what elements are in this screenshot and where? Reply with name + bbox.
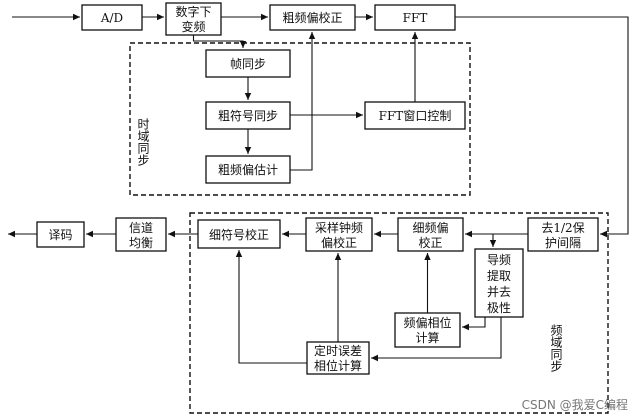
equalizer-block: 信道 均衡 (115, 217, 167, 252)
fft-label: FFT (403, 11, 428, 25)
pilot-extract-label-line4: 极性 (487, 301, 511, 315)
fine-freq-correct-label-line1: 细频偏 (412, 220, 448, 235)
fine-symbol-correct-block: 细符号校正 (197, 219, 281, 249)
ddc-label-line1: 数字下 (175, 4, 211, 19)
decoder-label: 译码 (48, 228, 72, 242)
coarse-freq-estimate-label: 粗频偏估计 (218, 162, 278, 177)
coarse-symbol-sync-label: 粗符号同步 (218, 108, 278, 123)
coarse-freq-correct-label: 粗频偏校正 (282, 10, 342, 25)
time-sync-region-label: 时域同步 (136, 118, 150, 166)
ddc-block: 数字下 变频 (165, 2, 222, 36)
sampling-clock-correct-block: 采样钟频 偏校正 (305, 217, 373, 252)
timing-phase-calc-block: 定时误差 相位计算 (306, 341, 370, 375)
freq-phase-calc-block: 频偏相位 计算 (394, 312, 461, 348)
coarse-freq-estimate-block: 粗频偏估计 (205, 155, 291, 184)
equalizer-label-line1: 信道 (129, 221, 153, 235)
equalizer-label-line2: 均衡 (129, 236, 153, 250)
coarse-freq-correct-block: 粗频偏校正 (269, 4, 356, 31)
ad-block: A/D (81, 4, 143, 31)
ad-label: A/D (100, 11, 123, 25)
timing-phase-calc-label-line2: 相位计算 (314, 358, 362, 373)
freq-sync-region-label: 频域同步 (549, 324, 563, 372)
time-sync-region (129, 42, 471, 196)
freq-phase-calc-label-line2: 计算 (415, 330, 439, 345)
pilot-extract-label-line1: 导频 (487, 253, 511, 267)
fft-to-remove-guard-wire (455, 16, 629, 238)
pilot-extract-label-line2: 提取 (487, 268, 511, 283)
frame-sync-label: 帧同步 (230, 57, 266, 71)
fine-freq-correct-label-line2: 校正 (418, 235, 442, 250)
fine-freq-correct-block: 细频偏 校正 (397, 217, 464, 252)
freq-sync-region (189, 212, 609, 414)
watermark: CSDN @我爱C编程 (522, 397, 628, 412)
coarse-symbol-sync-block: 粗符号同步 (205, 101, 291, 130)
fft-window-control-label: FFT窗口控制 (379, 109, 452, 123)
fft-window-control-block: FFT窗口控制 (364, 101, 466, 130)
timing-phase-calc-label-line1: 定时误差 (314, 343, 362, 358)
coarse-estimate-feedback-wire (290, 32, 316, 171)
pilot-extract-block: 导频 提取 并去 极性 (474, 248, 524, 318)
sampling-clock-correct-label-line2: 偏校正 (321, 235, 357, 250)
sampling-clock-correct-label-line1: 采样钟频 (315, 220, 363, 235)
freq-phase-calc-label-line1: 频偏相位 (403, 315, 451, 330)
remove-guard-block: 去1/2保 护间隔 (527, 217, 599, 252)
fft-block: FFT (374, 4, 456, 31)
remove-guard-label-line2: 护间隔 (545, 236, 581, 250)
pilot-extract-label-line3: 并去 (487, 285, 511, 299)
ddc-label-line2: 变频 (181, 19, 205, 34)
fine-symbol-correct-label: 细符号校正 (209, 227, 269, 242)
remove-guard-label-line1: 去1/2保 (541, 221, 584, 235)
frame-sync-block: 帧同步 (205, 49, 291, 78)
decoder-block: 译码 (36, 221, 85, 248)
